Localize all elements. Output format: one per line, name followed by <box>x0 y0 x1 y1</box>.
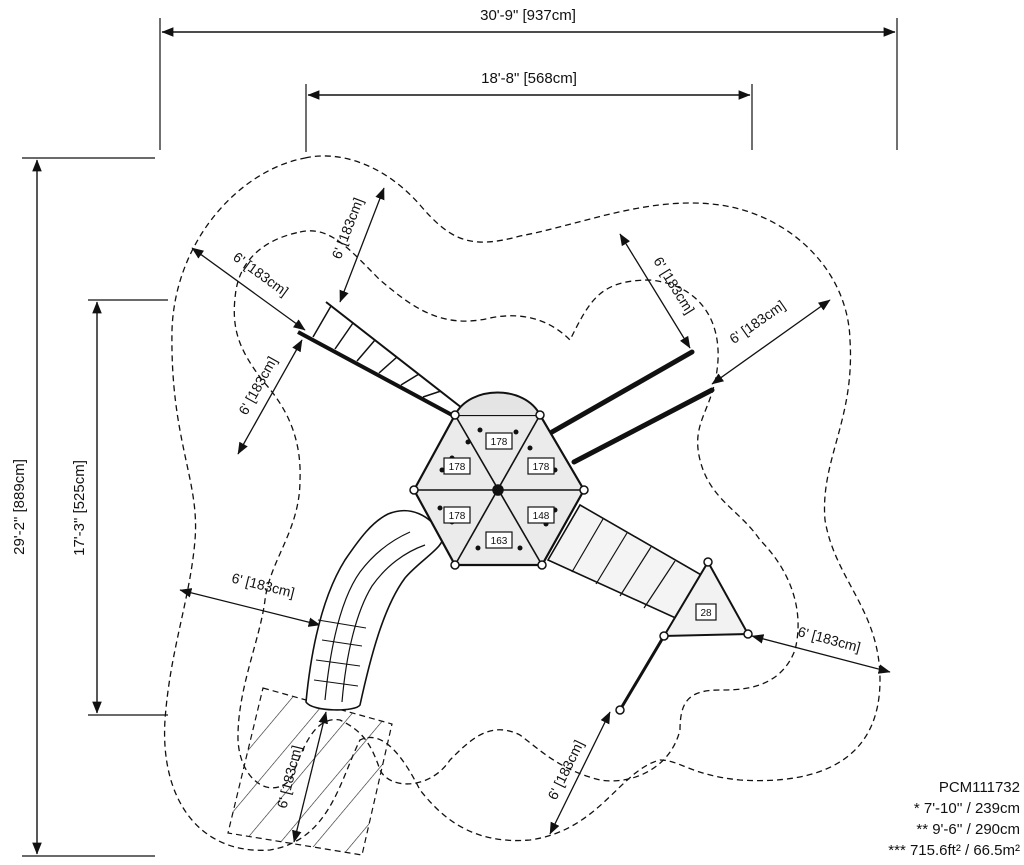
overall-depth-label: 29'-2" [889cm] <box>11 459 28 555</box>
extension-lines <box>22 18 898 857</box>
clearance-label: 6' [183cm] <box>328 195 366 261</box>
svg-text:28: 28 <box>700 608 712 619</box>
deck-label: 178 <box>485 432 513 450</box>
legend-note-2: ** 9'-6'' / 290cm <box>916 821 1020 838</box>
deck-label: 148 <box>527 506 555 524</box>
svg-text:178: 178 <box>491 437 508 448</box>
climbing-ladder <box>297 301 463 417</box>
svg-text:178: 178 <box>449 462 466 473</box>
access-pole <box>618 635 666 711</box>
clearance-label: 6' [183cm] <box>235 354 280 418</box>
deck-label: 178 <box>527 457 555 475</box>
clearance-arrows <box>179 187 891 843</box>
legend-note-3: *** 715.6ft² / 66.5m² <box>888 842 1020 859</box>
deck-label: 178 <box>443 506 471 524</box>
svg-text:163: 163 <box>491 536 508 547</box>
structure-depth-label: 17'-3" [525cm] <box>71 460 88 556</box>
legend: PCM111732 * 7'-10'' / 239cm ** 9'-6'' / … <box>888 777 1020 861</box>
dimension-arrows <box>32 27 896 855</box>
central-tower <box>409 391 589 570</box>
deck-height-labels: 178 178 178 178 148 163 28 <box>443 432 717 621</box>
clearance-label: 6' [183cm] <box>230 249 291 300</box>
clearance-label: 6' [183cm] <box>230 570 296 601</box>
svg-text:148: 148 <box>533 511 550 522</box>
deck-label: 163 <box>485 531 513 549</box>
svg-text:178: 178 <box>533 462 550 473</box>
deck-label: 28 <box>695 603 717 621</box>
deck-label: 178 <box>443 457 471 475</box>
legend-note-1: * 7'-10'' / 239cm <box>913 800 1020 817</box>
slide-exit-hatch-zone <box>227 687 393 856</box>
triangle-deck-right <box>662 559 750 638</box>
climbing-poles <box>549 349 715 465</box>
model-number: PCM111732 <box>938 779 1020 796</box>
svg-text:178: 178 <box>449 511 466 522</box>
clearance-label: 6' [183cm] <box>650 254 698 317</box>
curved-slide <box>305 509 444 711</box>
structure-width-label: 18'-8" [568cm] <box>481 70 577 87</box>
clearance-label: 6' [183cm] <box>726 297 788 347</box>
overall-width-label: 30'-9" [937cm] <box>480 7 576 24</box>
clearance-label: 6' [183cm] <box>544 737 587 802</box>
